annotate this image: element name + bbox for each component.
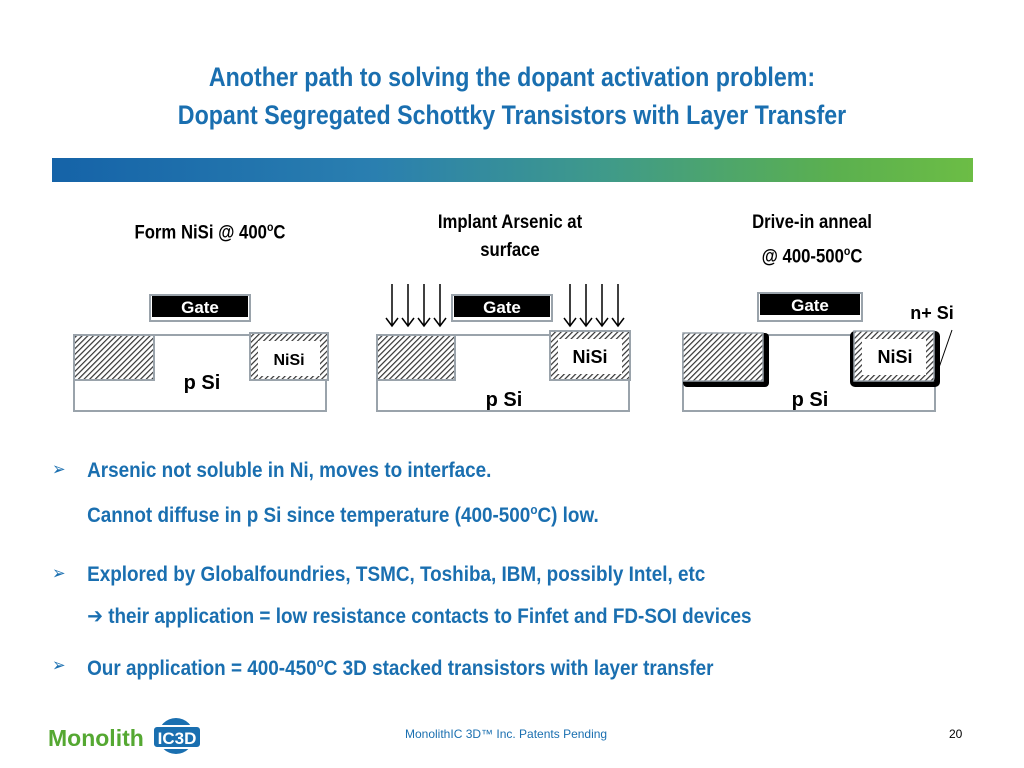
step-2-label-line-1: Implant Arsenic at — [437, 212, 583, 233]
step-3-label-line-1: Drive-in anneal — [752, 212, 872, 233]
footer-text: MonolithIC 3D™ Inc. Patents Pending — [405, 727, 608, 741]
title-line-2: Dopant Segregated Schottky Transistors w… — [177, 100, 847, 130]
title-line-1: Another path to solving the dopant activ… — [208, 62, 816, 92]
bullet-1-line-1: Arsenic not soluble in Ni, moves to inte… — [87, 459, 492, 482]
step-1-gate — [152, 296, 248, 317]
bullet-marker: ➢ — [52, 655, 66, 675]
bullet-1-line-2: Cannot diffuse in p Si since temperature… — [87, 502, 599, 528]
step-1-diagram: Gate NiSi p Si — [73, 294, 329, 412]
step-3-label-line-2-text: @ 400-500 — [761, 246, 844, 268]
monolithic-3d-logo: Monolith IC3D — [48, 718, 202, 754]
step-3-label: Drive-in anneal @ 400-500oC — [711, 209, 913, 271]
step-3-diagram: Gate NiSi p Si n+ Si — [682, 292, 954, 412]
step-3-gate-label: Gate — [791, 296, 829, 315]
bullet-marker: ➢ — [52, 563, 66, 583]
bullet-3-pre: Our application = 400-450 — [87, 657, 317, 680]
bullet-2-line-1: Explored by Globalfoundries, TSMC, Toshi… — [87, 563, 706, 586]
right-arrow-icon: ➔ — [87, 605, 103, 628]
step-2-label: Implant Arsenic at surface — [409, 209, 611, 265]
step-3-right-nisi-box — [862, 339, 926, 375]
logo-badge — [152, 725, 202, 749]
step-3-nisi-label: NiSi — [877, 347, 912, 367]
step-1-label: Form NiSi @ 400oC — [109, 213, 311, 247]
title-divider-bar — [52, 158, 973, 182]
step-1-label-sup: o — [266, 220, 274, 234]
step-3-left-nisi — [682, 332, 764, 382]
bullet-3-line-1: Our application = 400-450oC 3D stacked t… — [87, 655, 713, 681]
bullet-1-line-2-sup: o — [530, 502, 538, 517]
bullet-3-sup: o — [316, 655, 324, 670]
step-1-nisi-label: NiSi — [273, 352, 304, 369]
step-1-substrate-label: p Si — [184, 372, 221, 394]
step-1-label-tail: C — [273, 222, 286, 244]
step-2-gate-label: Gate — [483, 298, 521, 317]
logo-text: Monolith — [48, 725, 144, 751]
step-1-gate-label: Gate — [181, 298, 219, 317]
page-number: 20 — [949, 727, 963, 741]
n-plus-si-callout: n+ Si — [910, 303, 954, 323]
implant-arrows — [385, 284, 625, 328]
bullet-3-post: C 3D stacked transistors with layer tran… — [323, 657, 714, 680]
bullet-marker: ➢ — [52, 459, 66, 479]
slide-title: Another path to solving the dopant activ… — [72, 58, 953, 134]
step-1-left-nisi — [73, 334, 155, 381]
implant-arrow — [579, 284, 593, 328]
step-2-gate — [454, 296, 550, 317]
implant-arrow — [433, 284, 447, 328]
step-2-nisi-label: NiSi — [572, 347, 607, 367]
step-2-left-nisi — [376, 334, 456, 381]
step-2-substrate-label: p Si — [486, 389, 523, 411]
bullet-1-line-2-post: C) low. — [537, 504, 599, 527]
step-2-label-line-2: surface — [480, 240, 540, 261]
step-2-diagram: Gate NiSi p Si — [376, 284, 631, 412]
callout-leader-line — [933, 329, 953, 383]
company-logo: Monolith IC3D — [48, 710, 218, 759]
process-diagrams: Gate NiSi p Si Gate NiSi p Si — [73, 284, 954, 412]
implant-arrow — [563, 284, 577, 328]
implant-arrow — [595, 284, 609, 328]
step-1-right-nisi-box — [258, 341, 320, 376]
step-3-gate — [760, 294, 860, 315]
implant-arrow — [401, 284, 415, 328]
step-1-label-text: Form NiSi @ 400 — [134, 222, 267, 244]
step-3-substrate-label: p Si — [792, 389, 829, 411]
implant-arrow — [611, 284, 625, 328]
bullet-1-line-2-pre: Cannot diffuse in p Si since temperature… — [87, 504, 531, 527]
step-2-right-nisi-box — [558, 339, 622, 374]
logo-badge-text: IC3D — [158, 729, 197, 748]
step-3-label-sup: o — [843, 244, 851, 258]
implant-arrow — [385, 284, 399, 328]
step-3-label-tail: C — [850, 246, 863, 268]
bullet-2-line-2: ➔ their application = low resistance con… — [87, 604, 751, 629]
step-3-label-line-2: @ 400-500oC — [711, 237, 913, 271]
bullet-2-line-2-text: their application = low resistance conta… — [108, 605, 752, 628]
implant-arrow — [417, 284, 431, 328]
